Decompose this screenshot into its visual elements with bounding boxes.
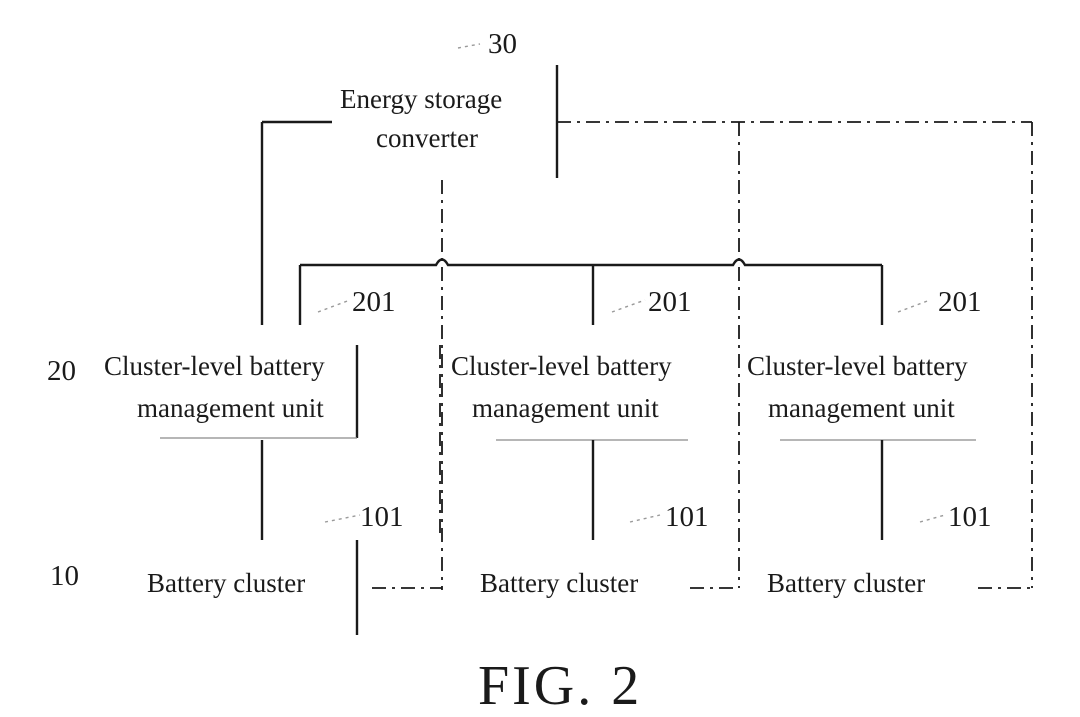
ref-201-2-leader <box>612 300 645 312</box>
diagram-canvas: 30 Energy storage converter 20 10 201 Cl… <box>0 0 1080 700</box>
bmu-1-label-line1: Cluster-level battery <box>104 353 325 380</box>
bmu-bus <box>300 260 882 266</box>
cluster-2-label: Battery cluster <box>480 570 638 597</box>
ref-101-2-leader <box>630 515 660 522</box>
bmu-2-ref-number: 201 <box>648 288 692 317</box>
ref-201-3-leader <box>898 300 930 312</box>
ref-101-1-leader <box>325 515 360 522</box>
figure-label: FIG. 2 <box>478 658 642 714</box>
cluster-layer-ref-number: 10 <box>50 562 79 591</box>
converter-label-line1: Energy storage <box>340 86 502 113</box>
bmu-3-label-line1: Cluster-level battery <box>747 353 968 380</box>
cluster-3-label: Battery cluster <box>767 570 925 597</box>
cluster-2-ref-number: 101 <box>665 503 709 532</box>
bmu-2-label-line2: management unit <box>472 395 659 422</box>
ref-30-leader <box>458 44 480 48</box>
cluster-3-ref-number: 101 <box>948 503 992 532</box>
ref-201-1-leader <box>318 300 350 312</box>
bmu-1-label-line2: management unit <box>137 395 324 422</box>
converter-ref-number: 30 <box>488 30 517 59</box>
cluster-1-label: Battery cluster <box>147 570 305 597</box>
ref-101-3-leader <box>920 515 945 522</box>
converter-label-line2: converter <box>376 125 478 152</box>
cluster-1-ref-number: 101 <box>360 503 404 532</box>
bmu-layer-ref-number: 20 <box>47 357 76 386</box>
bmu-3-ref-number: 201 <box>938 288 982 317</box>
bmu-3-label-line2: management unit <box>768 395 955 422</box>
bmu-1-ref-number: 201 <box>352 288 396 317</box>
bmu-2-label-line1: Cluster-level battery <box>451 353 672 380</box>
